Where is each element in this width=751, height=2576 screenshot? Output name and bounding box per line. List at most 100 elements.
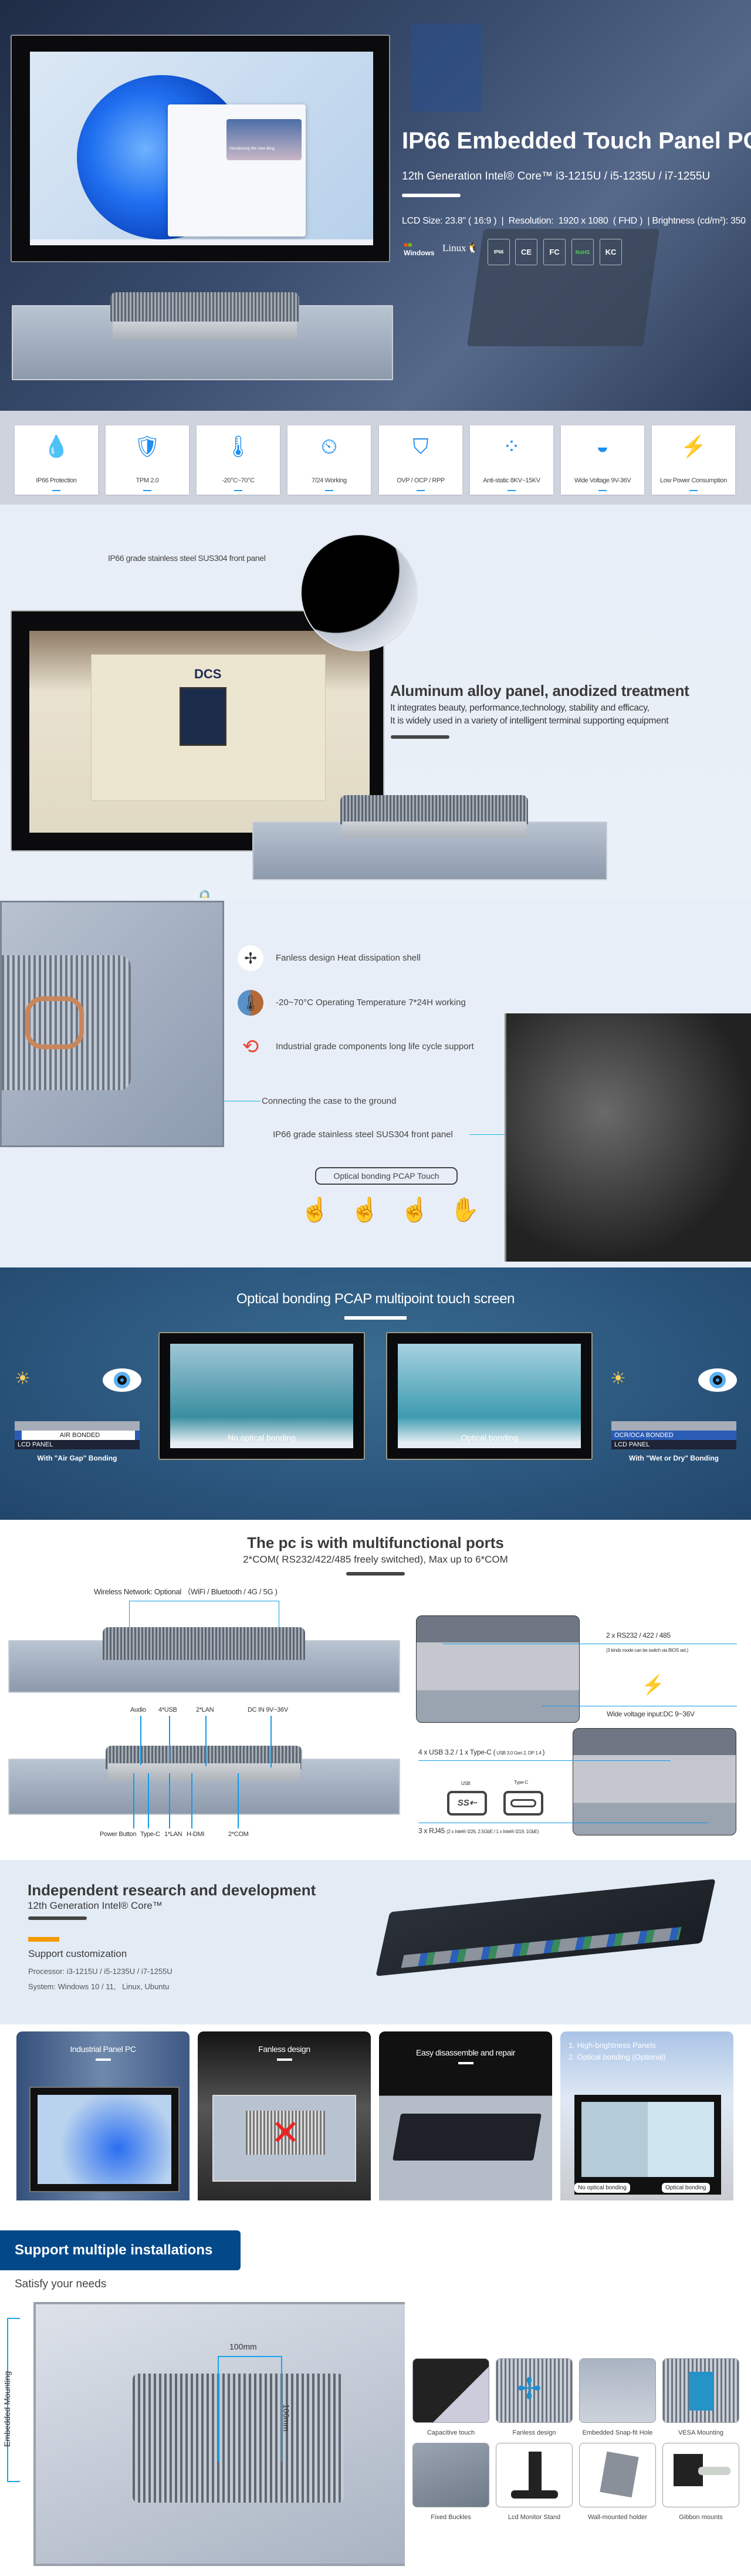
fanless-section: ✢ Fanless design Heat dissipation shell …: [0, 898, 751, 1267]
aluminum-section: IP66 grade stainless steel SUS304 front …: [0, 505, 751, 898]
thermometer-icon: 🌡: [225, 434, 252, 458]
feature-label: Wide Voltage 9V-36V: [574, 477, 631, 484]
option-fixed-buckles: [412, 2443, 489, 2507]
card-monitor: [29, 2087, 180, 2192]
card-industrial-panel: Industrial Panel PC: [16, 2031, 190, 2200]
rotate-gesture-icon: ☝: [400, 1197, 429, 1223]
sun-icon: ☀: [15, 1369, 31, 1388]
feature-dash: [598, 490, 607, 491]
gauge-icon: ◒: [596, 434, 609, 458]
monitor-screen: [170, 1344, 353, 1448]
voltage-label: Wide voltage input:DC 9~36V: [607, 1710, 695, 1718]
card-brightness: 1. High-brightness Panels 2. Optical bon…: [560, 2031, 733, 2200]
usb-icon-label: USB: [461, 1781, 471, 1786]
temperature-icon: 🌡: [238, 990, 263, 1016]
feature-label: OVP / OCP / RPP: [397, 477, 445, 484]
option-label: Gibbon mounts: [679, 2514, 723, 2521]
usb-ss-icon: SS⇠: [447, 1791, 487, 1816]
com-port-closeup: [416, 1615, 580, 1723]
optical-bonding-section: Optical bonding PCAP multipoint touch sc…: [0, 1267, 751, 1520]
feature-card: ◒ Wide Voltage 9V-36V: [561, 425, 644, 495]
heat-pipe: [25, 996, 84, 1049]
shield-lock-icon: 🛡: [134, 434, 161, 458]
windows-logo: ■■Windows: [404, 241, 435, 257]
panel-callout-line: [469, 1134, 506, 1135]
dcs-label: DCS: [194, 667, 222, 681]
io-plate: [342, 822, 526, 838]
feature-card: 🌡 -20°C~70°C: [197, 425, 280, 495]
heatsink: [340, 795, 528, 824]
bing-banner: Introducing the new Bing: [226, 119, 302, 160]
feature-dash: [689, 490, 698, 491]
feature-card: ⚡Low Power Consumption: [652, 425, 735, 495]
oca-bonded-layer: OCR/OCA BONDED: [611, 1431, 736, 1440]
callout-line: [148, 1773, 149, 1828]
hero-divider: [402, 194, 461, 197]
card-motherboard: [392, 2114, 542, 2161]
kc-cert-icon: KC: [600, 239, 622, 265]
option-capacitive-touch: [412, 2358, 489, 2423]
features-strip: 💧IP66 Protection 🛡TPM 2.0 🌡-20°C~70°C ⏲7…: [0, 411, 751, 505]
water-drop-icon: 💧: [43, 434, 70, 458]
embedded-bracket: [7, 2318, 20, 2482]
dcs-screen: DCS: [29, 631, 370, 833]
port-label-1lan: 1*LAN: [164, 1831, 182, 1838]
embedded-mounting-label: Embedded Mounting: [2, 2371, 12, 2447]
aluminum-desc-2: It is widely used in a variety of intell…: [390, 716, 669, 726]
install-subtitle: Satisfy your needs: [15, 2278, 107, 2290]
feature-dash: [508, 490, 516, 491]
rj45-label: 3 x RJ45 (2 x Intel® I226, 2.5GbE / 1 x …: [418, 1827, 539, 1835]
callout-line: [238, 1773, 239, 1828]
ip66-cert-icon: IP66: [488, 239, 510, 265]
io-plate: [113, 322, 297, 339]
glass-layer: [15, 1421, 140, 1431]
air-gap-caption: With "Air Gap" Bonding: [37, 1454, 117, 1462]
feature-dash: [325, 490, 333, 491]
independent-title: Independent research and development: [28, 1881, 316, 1899]
rs232-note: (3 kinds mode can be switch via BIOS set…: [606, 1648, 688, 1653]
static-dots-icon: ⁘: [502, 434, 521, 458]
independent-rd-section: Independent research and development 12t…: [0, 1860, 751, 2024]
option-label: Fixed Buckles: [431, 2514, 471, 2521]
hero-title: IP66 Embedded Touch Panel PC: [402, 128, 751, 154]
aluminum-desc-1: It integrates beauty, performance,techno…: [390, 703, 649, 713]
monitor-bonding: [386, 1332, 593, 1460]
clock-24-icon: ⏲: [320, 434, 338, 458]
option-label: Lcd Monitor Stand: [508, 2514, 561, 2521]
card-panel-back: ✕: [212, 2095, 356, 2182]
option-fanless: ✢: [496, 2358, 573, 2423]
feature-label: -20°C~70°C: [222, 477, 255, 484]
ce-cert-icon: CE: [515, 239, 537, 265]
power-bolt-icon: ⚡: [641, 1674, 665, 1695]
feature-card: ⏲7/24 Working: [287, 425, 371, 495]
eye-icon: [698, 1368, 737, 1392]
callout-line: [140, 1716, 141, 1765]
card-monitor: [574, 2095, 721, 2195]
bonding-caption: Optical bonding: [461, 1433, 518, 1442]
card-underline: [95, 2058, 111, 2061]
no-bonding-caption: No optical bonding: [228, 1433, 296, 1442]
feature-dash: [52, 490, 60, 491]
hero-section: Introducing the new Bing IP66 Embedded T…: [0, 0, 751, 411]
option-label: Wall-mounted holder: [587, 2514, 648, 2521]
install-banner: Support multiple installations: [0, 2230, 241, 2270]
touch-pill: Optical bonding PCAP Touch: [315, 1167, 458, 1185]
port-label-typec: Type-C: [140, 1831, 160, 1838]
port-label-com: 2*COM: [228, 1831, 249, 1838]
bing-window: Introducing the new Bing: [168, 104, 306, 236]
callout-line: [205, 1716, 207, 1766]
rs232-label: 2 x RS232 / 422 / 485: [606, 1631, 671, 1639]
port-label-audio: Audio: [130, 1706, 146, 1713]
option-wall-holder: [579, 2443, 656, 2507]
wet-panel-image: [505, 1013, 751, 1262]
fanless-feature-text: -20~70°C Operating Temperature 7*24H wor…: [276, 998, 466, 1008]
swipe-gesture-icon: ✋: [450, 1197, 479, 1223]
card-caption: No optical bonding: [574, 2183, 630, 2193]
callout-line: [169, 1773, 170, 1828]
support-customization: Support customization: [28, 1948, 127, 1959]
typec-icon: [503, 1791, 543, 1816]
card-underline: [458, 2062, 473, 2064]
usb-label: 4 x USB 3.2 / 1 x Type-C ( USB 3.0 Gen 2…: [418, 1748, 545, 1756]
dcs-monitor: DCS: [11, 610, 384, 851]
aluminum-title: Aluminum alloy panel, anodized treatment: [390, 682, 689, 699]
